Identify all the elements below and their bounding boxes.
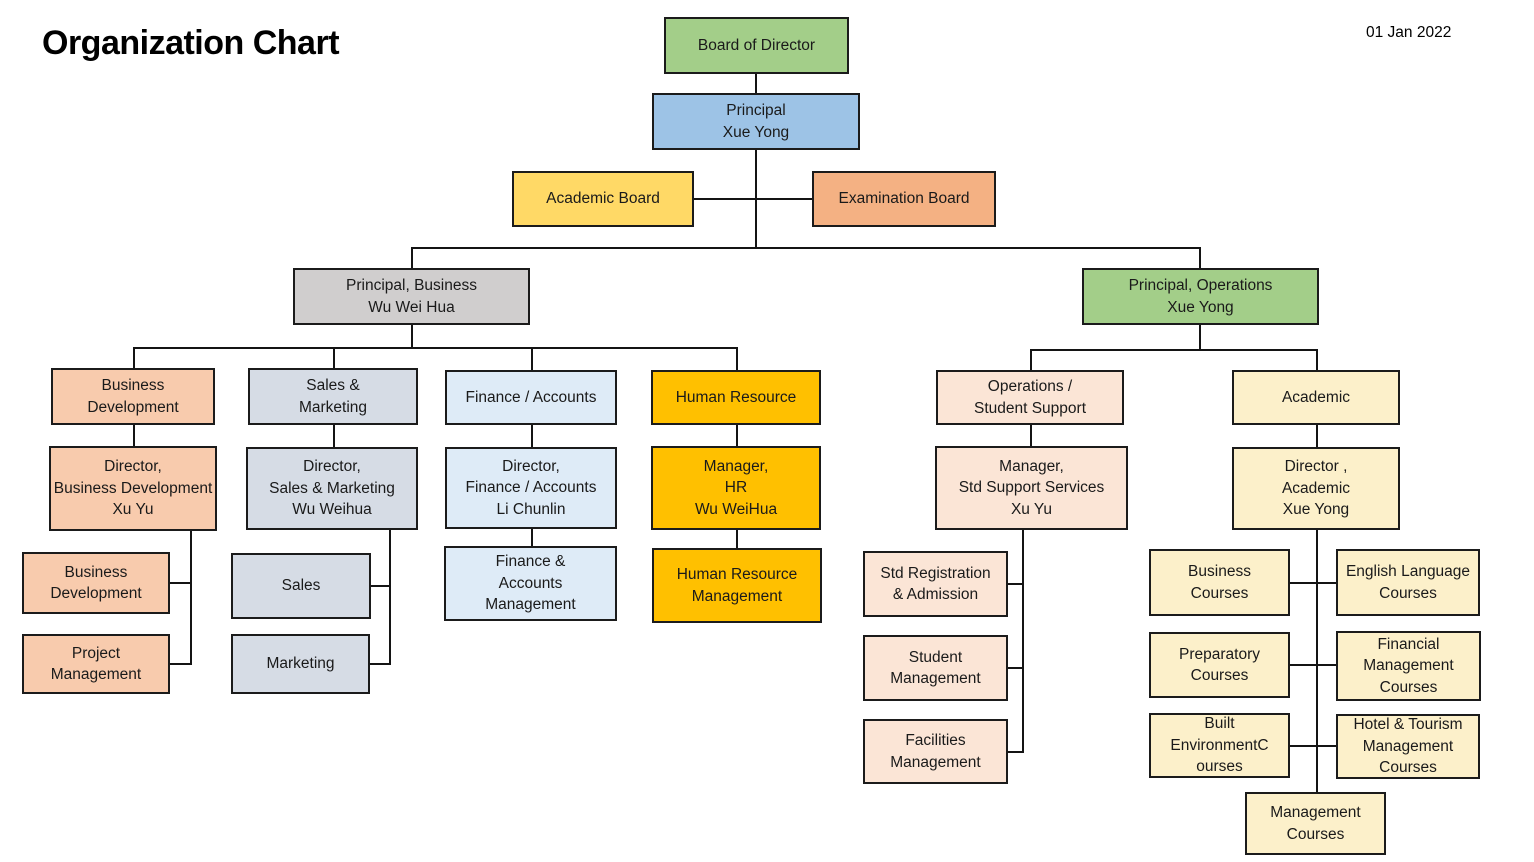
- node-academic-board: Academic Board: [512, 171, 694, 227]
- connector-line: [694, 198, 812, 200]
- connector-line: [133, 347, 738, 349]
- node-marketing: Marketing: [231, 634, 370, 694]
- connector-line: [133, 425, 135, 446]
- node-manager-hr: Manager, HR Wu WeiHua: [651, 446, 821, 530]
- node-human-resource-management: Human Resource Management: [652, 548, 822, 623]
- connector-line: [170, 582, 192, 584]
- connector-line: [370, 663, 391, 665]
- connector-line: [389, 530, 391, 665]
- connector-line: [1008, 583, 1024, 585]
- node-human-resource: Human Resource: [651, 370, 821, 425]
- node-director-academic: Director , Academic Xue Yong: [1232, 447, 1400, 530]
- node-examination-board: Examination Board: [812, 171, 996, 227]
- connector-line: [1290, 582, 1336, 584]
- node-sales-marketing: Sales & Marketing: [248, 368, 418, 425]
- node-finance-accounts: Finance / Accounts: [445, 370, 617, 425]
- node-business-development-unit: Business Development: [22, 552, 170, 614]
- node-financial-management-courses: Financial Management Courses: [1336, 631, 1481, 701]
- connector-line: [1316, 530, 1318, 792]
- connector-line: [170, 663, 192, 665]
- page-title: Organization Chart: [42, 24, 340, 62]
- connector-line: [736, 347, 738, 370]
- connector-line: [736, 530, 738, 548]
- connector-line: [755, 74, 757, 93]
- node-std-registration-admission: Std Registration & Admission: [863, 551, 1008, 617]
- connector-line: [1316, 349, 1318, 370]
- node-principal-operations: Principal, Operations Xue Yong: [1082, 268, 1319, 325]
- node-director-finance-accounts: Director, Finance / Accounts Li Chunlin: [445, 447, 617, 529]
- node-facilities-management: Facilities Management: [863, 719, 1008, 784]
- connector-line: [1316, 425, 1318, 447]
- connector-line: [531, 425, 533, 447]
- node-operations-student-support: Operations / Student Support: [936, 370, 1124, 425]
- node-sales: Sales: [231, 553, 371, 619]
- connector-line: [1008, 751, 1024, 753]
- connector-line: [411, 247, 1201, 249]
- connector-line: [371, 585, 391, 587]
- connector-line: [736, 425, 738, 446]
- node-hotel-tourism-management-courses: Hotel & Tourism Management Courses: [1336, 714, 1480, 779]
- connector-line: [190, 531, 192, 665]
- connector-line: [411, 247, 413, 268]
- connector-line: [1030, 349, 1318, 351]
- connector-line: [411, 325, 413, 348]
- node-preparatory-courses: Preparatory Courses: [1149, 632, 1290, 698]
- node-principal: Principal Xue Yong: [652, 93, 860, 150]
- date-label: 01 Jan 2022: [1366, 24, 1452, 41]
- node-academic: Academic: [1232, 370, 1400, 425]
- connector-line: [1199, 247, 1201, 268]
- node-business-courses: Business Courses: [1149, 549, 1290, 616]
- node-director-business-development: Director, Business Development Xu Yu: [49, 446, 217, 531]
- connector-line: [531, 347, 533, 370]
- node-board-of-director: Board of Director: [664, 17, 849, 74]
- connector-line: [333, 425, 335, 447]
- connector-line: [1290, 664, 1336, 666]
- node-project-management: Project Management: [22, 634, 170, 694]
- node-manager-std-support-services: Manager, Std Support Services Xu Yu: [935, 446, 1128, 530]
- connector-line: [1290, 745, 1336, 747]
- node-finance-accounts-management: Finance & Accounts Management: [444, 546, 617, 621]
- node-english-language-courses: English Language Courses: [1336, 549, 1480, 616]
- connector-line: [333, 347, 335, 368]
- connector-line: [1008, 667, 1024, 669]
- connector-line: [1022, 530, 1024, 753]
- connector-line: [531, 529, 533, 546]
- connector-line: [133, 347, 135, 368]
- node-built-environment-courses: Built EnvironmentC ourses: [1149, 713, 1290, 778]
- connector-line: [1199, 325, 1201, 350]
- node-management-courses: Management Courses: [1245, 792, 1386, 855]
- node-principal-business: Principal, Business Wu Wei Hua: [293, 268, 530, 325]
- connector-line: [1030, 425, 1032, 446]
- node-student-management: Student Management: [863, 635, 1008, 701]
- connector-line: [1030, 349, 1032, 370]
- node-director-sales-marketing: Director, Sales & Marketing Wu Weihua: [246, 447, 418, 530]
- node-business-development: Business Development: [51, 368, 215, 425]
